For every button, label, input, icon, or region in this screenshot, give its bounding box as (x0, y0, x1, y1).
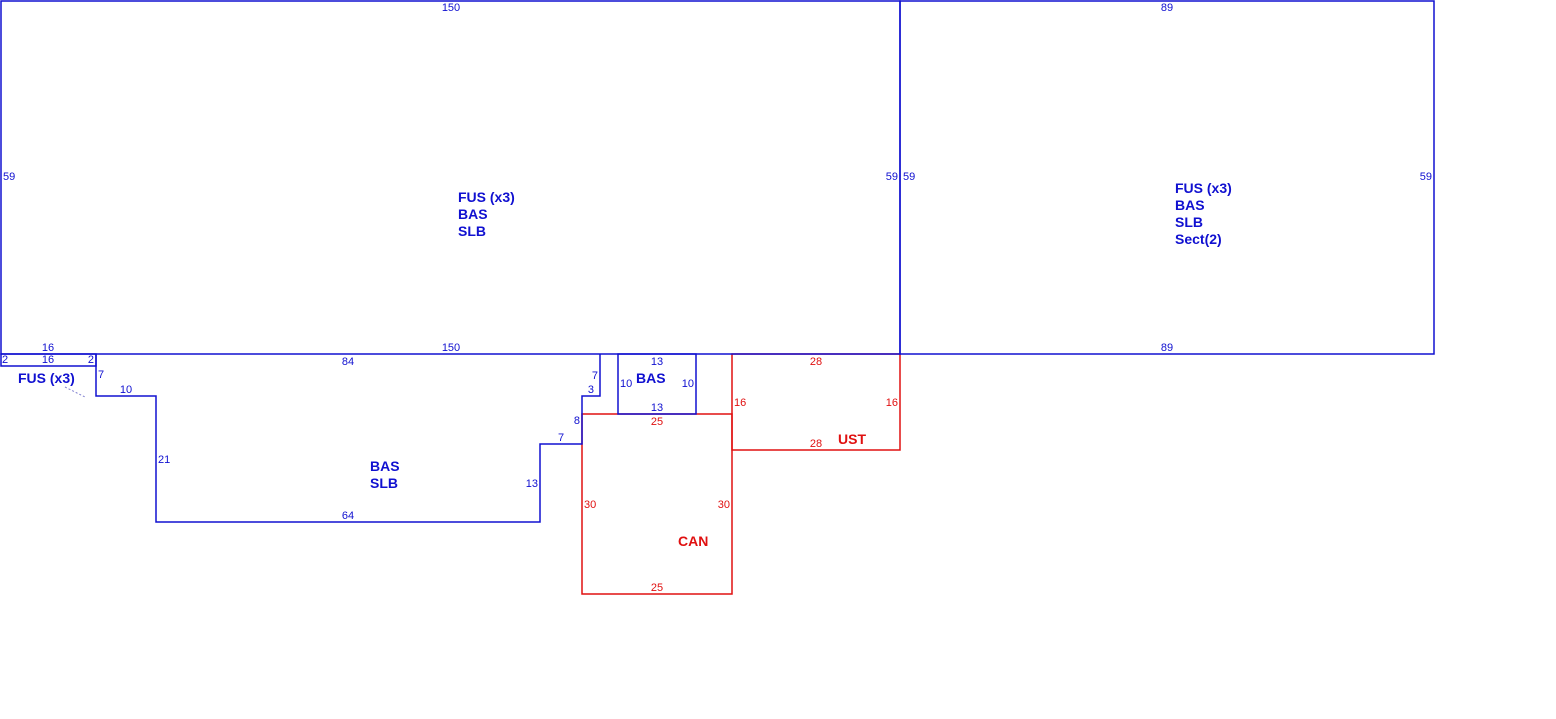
dim-label: 10 (620, 378, 632, 390)
area-label: SLB (370, 475, 398, 491)
dim-label: 59 (903, 171, 915, 183)
dim-label: 13 (651, 402, 663, 414)
dim-label: 150 (442, 2, 460, 14)
dim-label: 10 (120, 384, 132, 396)
lower-bas-area-outline[interactable] (95, 354, 601, 523)
area-label: Sect(2) (1175, 231, 1222, 247)
dim-label: 89 (1161, 2, 1173, 14)
dim-label: 13 (526, 478, 538, 490)
dim-label: 16 (42, 342, 54, 354)
area-label: SLB (458, 223, 486, 239)
dim-label: 84 (342, 356, 354, 368)
dim-label: 59 (886, 171, 898, 183)
dim-label: 25 (651, 582, 663, 594)
dim-label: 28 (810, 438, 822, 450)
dim-label: 64 (342, 510, 354, 522)
dim-label: 28 (810, 356, 822, 368)
dim-label: 21 (158, 454, 170, 466)
area-label: FUS (x3) (1175, 180, 1232, 196)
area-label: BAS (636, 370, 666, 386)
ust-area-outline[interactable] (731, 353, 901, 451)
dim-label: 16 (734, 397, 746, 409)
dim-label: 13 (651, 356, 663, 368)
area-label: BAS (458, 206, 488, 222)
dim-label: 89 (1161, 342, 1173, 354)
can-area-outline[interactable] (581, 413, 733, 595)
area-label: SLB (1175, 214, 1203, 230)
dim-label: 7 (592, 370, 598, 382)
area-label: BAS (370, 458, 400, 474)
dim-label: 8 (574, 415, 580, 427)
dim-label: 10 (682, 378, 694, 390)
dim-label: 59 (1420, 171, 1432, 183)
main-area-outline[interactable] (0, 0, 901, 355)
area-label: UST (838, 431, 866, 447)
area-label: FUS (x3) (18, 370, 75, 386)
dim-label: 7 (98, 369, 104, 381)
area-label: BAS (1175, 197, 1205, 213)
dim-label: 150 (442, 342, 460, 354)
label-leader-line (64, 386, 86, 398)
dim-label: 16 (886, 397, 898, 409)
dim-label: 59 (3, 171, 15, 183)
dim-label: 25 (651, 416, 663, 428)
east-area-outline[interactable] (899, 0, 1435, 355)
dim-label: 30 (718, 499, 730, 511)
dim-label: 7 (558, 432, 564, 444)
dim-label: 30 (584, 499, 596, 511)
dim-label: 16 (42, 354, 54, 366)
area-label: FUS (x3) (458, 189, 515, 205)
dim-label: 2 (88, 354, 94, 366)
area-label: CAN (678, 533, 708, 549)
dim-label: 2 (2, 354, 8, 366)
dim-label: 3 (588, 384, 594, 396)
bas-small-area-outline[interactable] (617, 353, 697, 415)
